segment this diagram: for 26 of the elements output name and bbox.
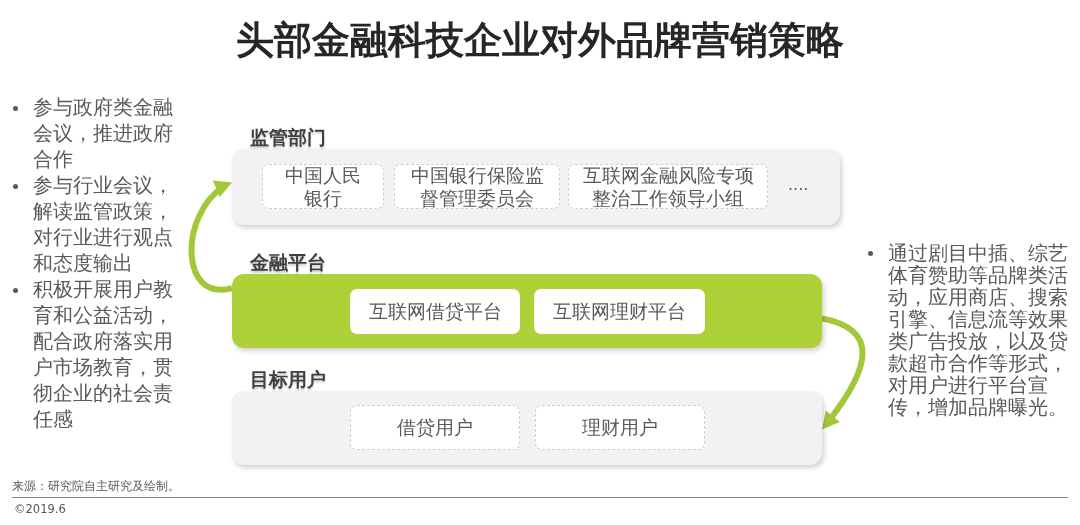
- item-label: 互联网理财平台: [553, 300, 686, 323]
- bullet-point: 积极开展用户教育和公益活动，配合政府落实用户市场教育，贯彻企业的社会责任感: [8, 277, 179, 433]
- bullet-point: 通过剧目中插、综艺体育赞助等品牌类活动，应用商店、搜索引擎、信息流等效果类广告投放，以及贷款超市合作等形式，对用户进行平台宣传，增加品牌曝光。: [864, 242, 1071, 418]
- ellipsis: ....: [788, 174, 809, 196]
- item-label: 互联网金融风险专项整治工作领导小组: [581, 163, 755, 210]
- item-label: 借贷用户: [397, 416, 473, 439]
- band-heading: 目标用户: [250, 367, 326, 391]
- band-heading: 金融平台: [250, 250, 326, 274]
- copyright-text: ©2019.6: [14, 502, 66, 516]
- bullet-point: 参与政府类金融会议，推进政府合作: [8, 95, 179, 173]
- source-note: 来源：研究院自主研究及绘制。: [12, 479, 180, 493]
- item-card: [262, 164, 384, 209]
- item-card: [394, 164, 560, 209]
- item-label: 中国人民银行: [284, 163, 362, 210]
- item-card: [535, 405, 705, 450]
- item-card: [350, 405, 520, 450]
- item-label: 互联网借贷平台: [368, 300, 502, 323]
- title: 头部金融科技企业对外品牌营销策略: [236, 17, 844, 63]
- bullet-point: 参与行业会议，解读监管政策，对行业进行观点和态度输出: [8, 173, 179, 277]
- item-card: [350, 289, 520, 334]
- item-label: 理财用户: [582, 416, 658, 439]
- band-heading: 监管部门: [250, 125, 326, 149]
- curved-arrow: [188, 179, 234, 293]
- item-label: 中国银行保险监督管理委员会: [409, 163, 545, 210]
- item-card: [568, 164, 768, 209]
- item-card: [534, 289, 705, 334]
